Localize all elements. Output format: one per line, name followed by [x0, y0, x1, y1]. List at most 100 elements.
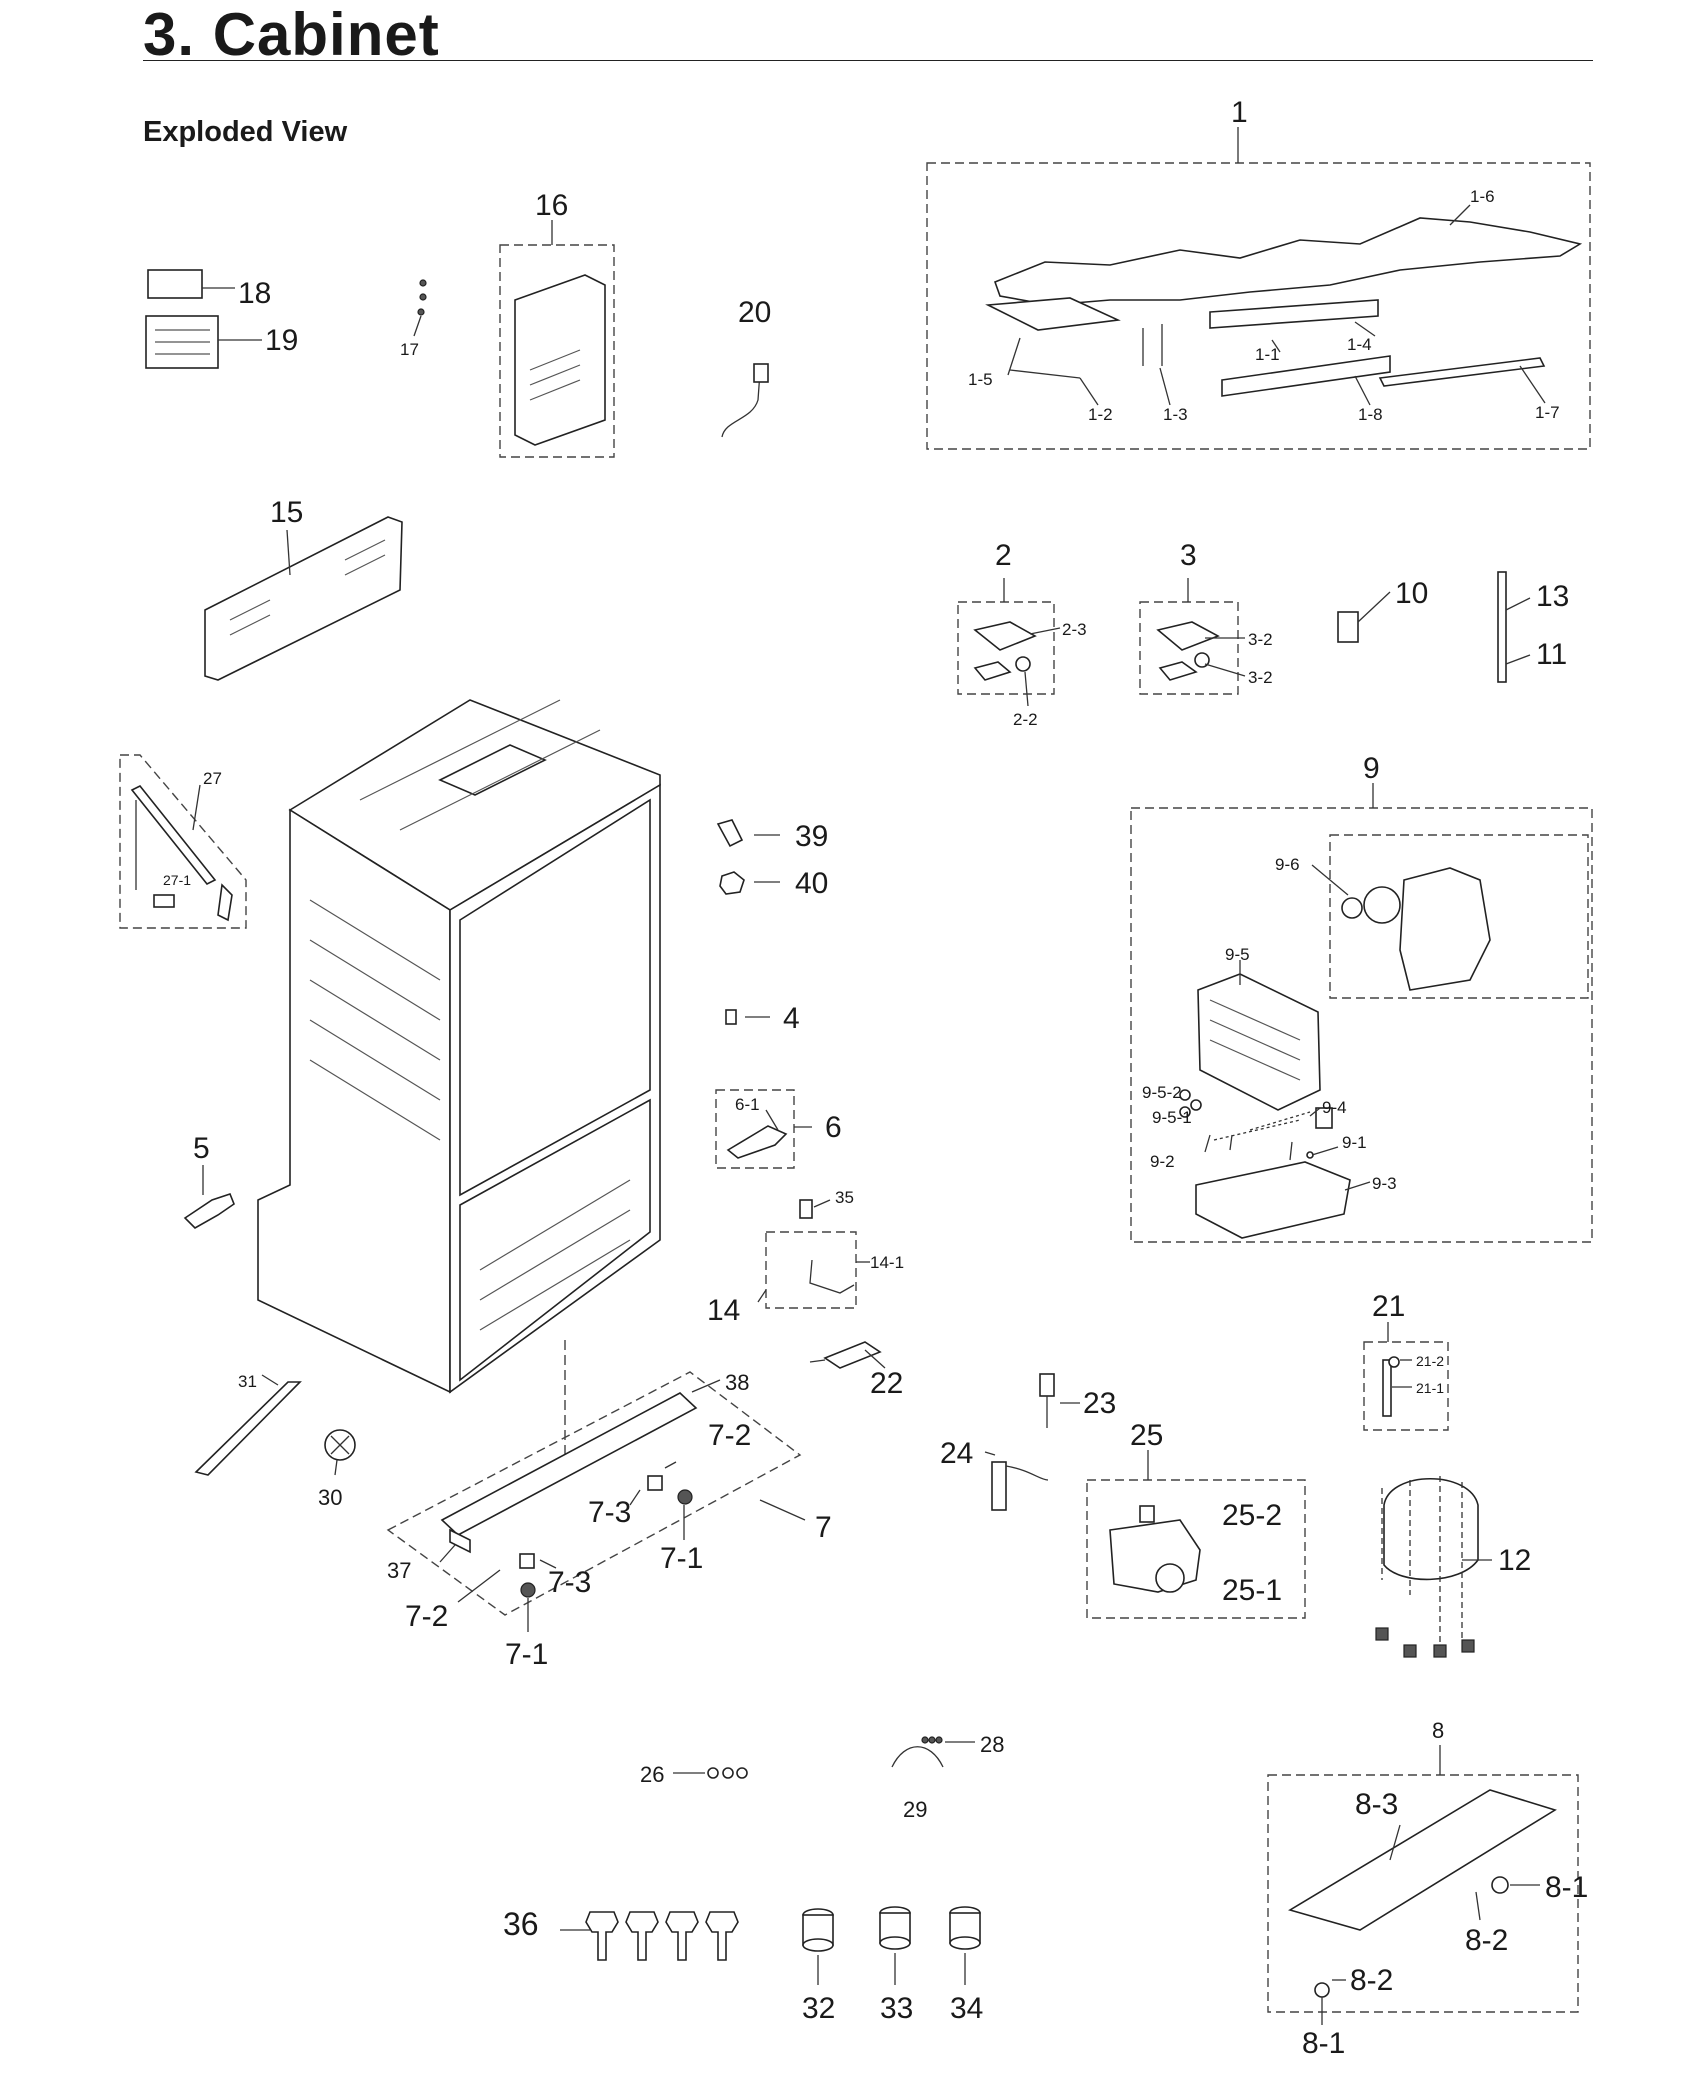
- callout-39: 39: [795, 820, 828, 853]
- assembly-8-box: [1267, 1774, 1579, 2013]
- part-20-cable: 20: [721, 296, 771, 438]
- callout-10: 10: [1395, 577, 1428, 610]
- screw-36-d: [705, 1911, 739, 1961]
- part-22: 22: [809, 1341, 903, 1400]
- part-10: [1337, 611, 1359, 643]
- bracket-1-8: [1221, 355, 1391, 397]
- callout-9-4: 9-4: [1322, 1098, 1347, 1117]
- callout-1: 1: [1231, 96, 1248, 129]
- callout-20: 20: [738, 296, 771, 329]
- callout-1-2: 1-2: [1088, 405, 1113, 424]
- callout-1-7: 1-7: [1535, 403, 1560, 422]
- callout-2-2: 2-2: [1013, 710, 1038, 729]
- section-title: Exploded View: [143, 116, 348, 148]
- callout-25-2: 25-2: [1222, 1499, 1282, 1532]
- grommet-33: 33: [879, 1906, 913, 2025]
- callout-7: 7: [815, 1511, 832, 1544]
- assembly-16-cover: 16: [499, 189, 615, 458]
- callout-29: 29: [903, 1797, 927, 1822]
- assembly-9-box: [1130, 807, 1593, 1243]
- screw-36-b: [625, 1911, 659, 1961]
- callout-5: 5: [193, 1132, 210, 1165]
- assembly-25-box: [1086, 1479, 1306, 1619]
- callout-26: 26: [640, 1762, 664, 1787]
- main-cabinet: [257, 699, 661, 1470]
- screws-and-grommets: 36 32 33 34: [503, 1906, 983, 2025]
- part-5: 5: [183, 1132, 235, 1229]
- assembly-3: 3 3-2 3-2: [1139, 539, 1273, 695]
- callout-23: 23: [1083, 1387, 1116, 1420]
- part-40: [719, 871, 745, 895]
- compressor-12: 12: [1375, 1476, 1531, 1658]
- callout-3-2-upper: 3-2: [1248, 630, 1273, 649]
- callout-40: 40: [795, 867, 828, 900]
- pcb-18: [147, 269, 203, 299]
- callout-33: 33: [880, 1992, 913, 2025]
- base-plate-8-3: [1288, 1789, 1557, 1931]
- callout-19: 19: [265, 324, 298, 357]
- callout-1-1: 1-1: [1255, 345, 1280, 364]
- callout-37: 37: [387, 1558, 411, 1583]
- assembly-9-evaporator: 9 9-6 9-5 9-3 9-5-2 9-5-1 9-4 9-2 9-1: [1130, 752, 1593, 1243]
- assembly-27-box: [119, 754, 247, 929]
- parts-30-31: 31 30: [194, 1372, 356, 1510]
- callout-34: 34: [950, 1992, 983, 2025]
- callout-3-2-lower: 3-2: [1248, 668, 1273, 687]
- callout-9-5-2: 9-5-2: [1142, 1083, 1182, 1102]
- callout-32: 32: [802, 1992, 835, 2025]
- callout-2-3: 2-3: [1062, 620, 1087, 639]
- callout-11: 11: [1536, 638, 1567, 671]
- callout-6: 6: [825, 1111, 842, 1144]
- assembly-9-6-box: [1329, 834, 1589, 999]
- callout-18: 18: [238, 277, 271, 310]
- callout-2: 2: [995, 539, 1012, 572]
- top-vent: [438, 744, 547, 796]
- part-4: [725, 1009, 737, 1025]
- assembly-27: 27 27-1: [119, 754, 247, 929]
- callout-16: 16: [535, 189, 568, 222]
- callout-7-1-lower: 7-1: [505, 1638, 548, 1671]
- callout-35: 35: [835, 1188, 854, 1207]
- fan-shroud: [1399, 867, 1491, 991]
- callout-27: 27: [203, 769, 222, 788]
- callout-9: 9: [1363, 752, 1380, 785]
- assembly-8: 8 8-3 8-1 8-2 8-1 8-2: [1267, 1718, 1588, 2060]
- callout-22: 22: [870, 1367, 903, 1400]
- callout-1-6: 1-6: [1470, 187, 1495, 206]
- callout-7-2-lower: 7-2: [405, 1600, 448, 1633]
- part-39: [716, 819, 744, 848]
- callout-9-3: 9-3: [1372, 1174, 1397, 1193]
- grommet-32: 32: [802, 1908, 835, 2025]
- assembly-1-box: [926, 162, 1591, 450]
- assembly-7-base: 38 37 7-2 7-3 7-1 7 7-3 7-2 7-1: [386, 1370, 832, 1671]
- fridge-compartment: [459, 798, 651, 1197]
- callout-21-1: 21-1: [1416, 1380, 1444, 1396]
- drain-tray-9-3: [1195, 1161, 1351, 1239]
- callout-17: 17: [400, 340, 419, 359]
- callout-8-1-bottom: 8-1: [1302, 2027, 1345, 2060]
- grommet-34: 34: [949, 1906, 983, 2025]
- assembly-2-box: [957, 601, 1055, 695]
- parts-26-28-29: 26 28 29: [640, 1732, 1004, 1822]
- strip-1-7: [1378, 357, 1546, 387]
- parts-14-35: 35 14-1 14: [707, 1188, 904, 1327]
- title-rule: [143, 60, 1593, 61]
- drier-24: [991, 1461, 1007, 1511]
- pcb-parts-17-19: 18 19 17: [145, 269, 427, 369]
- plate-1-5: [985, 297, 1121, 331]
- callout-8-2-right: 8-2: [1465, 1924, 1508, 1957]
- callout-1-3: 1-3: [1163, 405, 1188, 424]
- callout-36: 36: [503, 1906, 539, 1942]
- callout-6-1: 6-1: [735, 1095, 760, 1114]
- assembly-16-box: [499, 244, 615, 458]
- callout-28: 28: [980, 1732, 1004, 1757]
- assembly-6-box: [715, 1089, 795, 1169]
- page-title: 3. Cabinet: [143, 1, 440, 68]
- callout-9-1: 9-1: [1342, 1133, 1367, 1152]
- callout-9-5: 9-5: [1225, 945, 1250, 964]
- assembly-6: 6-1 6: [715, 1089, 842, 1169]
- parts-39-40-4: 39 40 4: [716, 819, 828, 1035]
- callout-7-2-upper: 7-2: [708, 1419, 751, 1452]
- callout-25-1: 25-1: [1222, 1574, 1282, 1607]
- tube-13: [1497, 571, 1507, 683]
